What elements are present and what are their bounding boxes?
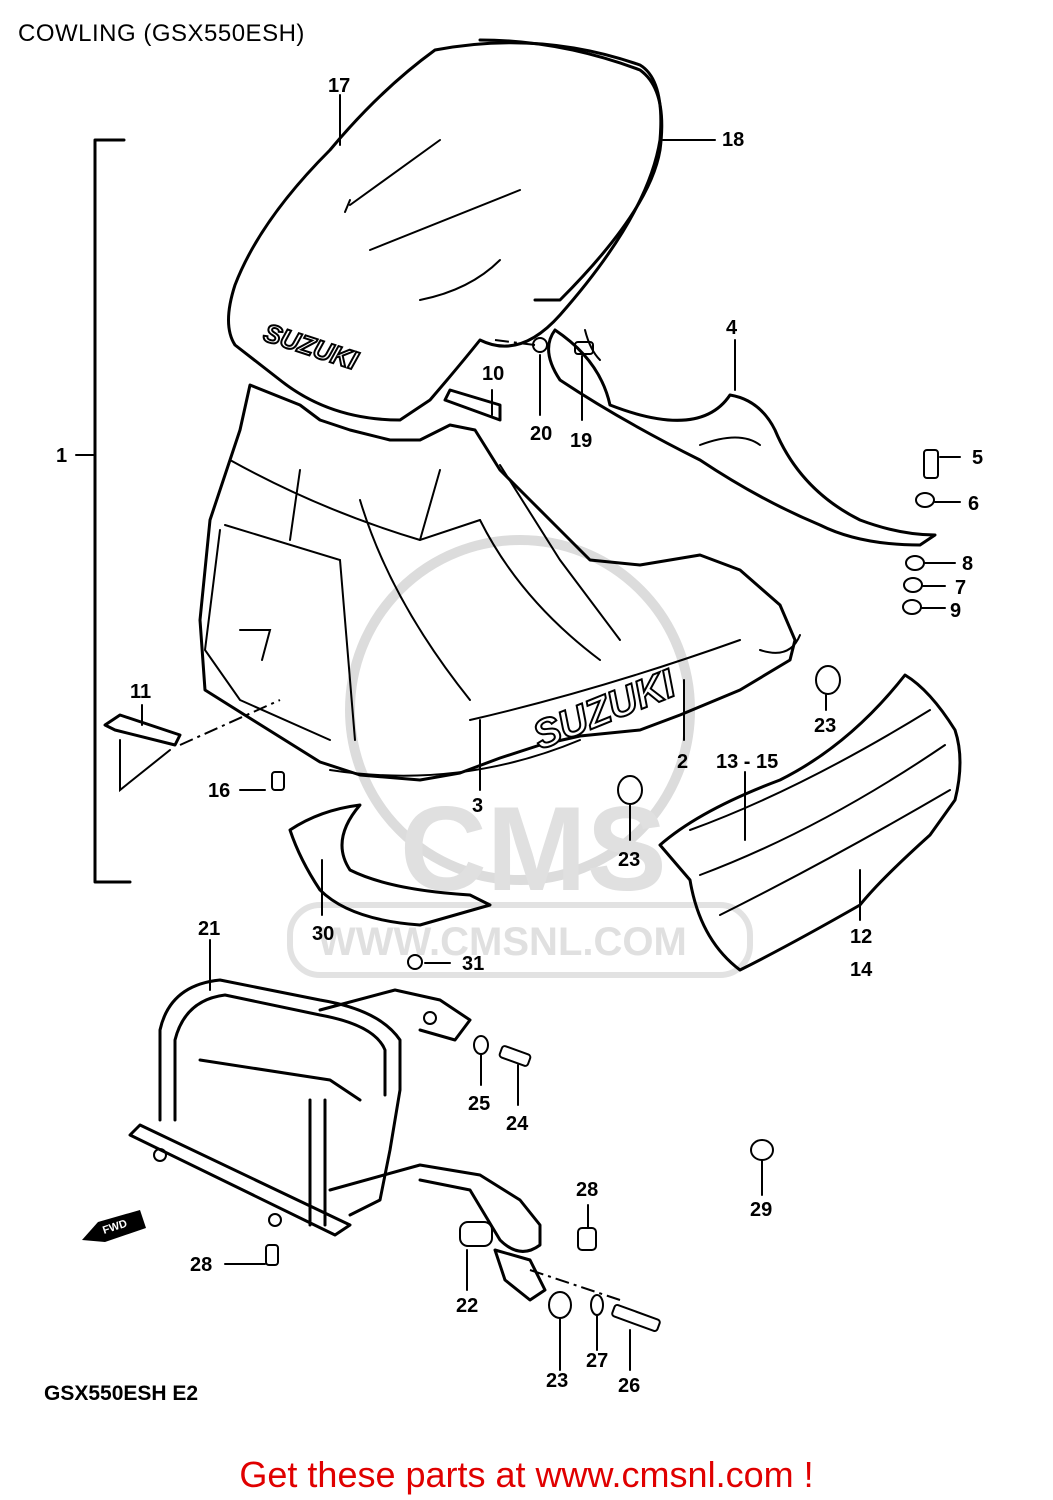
screw-5-icon bbox=[923, 449, 939, 479]
grommet-23-icon bbox=[548, 1291, 572, 1319]
assembly-bracket bbox=[75, 138, 132, 884]
callout-7: 7 bbox=[955, 577, 966, 599]
leader-lines bbox=[141, 94, 961, 1371]
callout-24: 24 bbox=[506, 1113, 529, 1135]
screw-31-icon bbox=[407, 954, 423, 970]
callout-23-mid: 23 bbox=[618, 849, 640, 871]
callout-12: 12 bbox=[850, 926, 872, 948]
side-cowling bbox=[658, 673, 962, 972]
callout-31: 31 bbox=[462, 953, 484, 975]
screw-19-icon bbox=[574, 341, 594, 355]
callout-3: 3 bbox=[472, 795, 483, 817]
call-to-action-link[interactable]: Get these parts at www.cmsnl.com ! bbox=[239, 1454, 814, 1495]
clip-29-icon bbox=[750, 1139, 774, 1161]
bracket-11 bbox=[103, 699, 281, 793]
page-title: COWLING (GSX550ESH) bbox=[18, 20, 305, 47]
callout-6: 6 bbox=[968, 493, 979, 515]
callout-23-top: 23 bbox=[814, 715, 836, 737]
callout-2: 2 bbox=[677, 751, 688, 773]
callout-10: 10 bbox=[482, 363, 504, 385]
callout-4: 4 bbox=[726, 317, 738, 339]
fastener-group-right bbox=[902, 449, 939, 615]
screw-16-icon bbox=[271, 771, 285, 791]
callout-17: 17 bbox=[328, 75, 350, 97]
washer-25-icon bbox=[473, 1035, 489, 1055]
nut-9-icon bbox=[902, 599, 922, 615]
callout-28-right: 28 bbox=[576, 1179, 598, 1201]
callout-26: 26 bbox=[618, 1375, 640, 1397]
callout-27: 27 bbox=[586, 1350, 608, 1372]
bracket-10 bbox=[443, 388, 502, 422]
callout-23-bottom: 23 bbox=[546, 1370, 568, 1392]
callout-30: 30 bbox=[312, 923, 334, 945]
callout-9: 9 bbox=[950, 600, 961, 622]
inner-bracket-30 bbox=[288, 803, 492, 927]
callout-8: 8 bbox=[962, 553, 973, 575]
callout-21: 21 bbox=[198, 918, 220, 940]
watermark-url: WWW.CMSNL.COM bbox=[318, 920, 687, 964]
washer-6-icon bbox=[915, 492, 935, 508]
washer-27-icon bbox=[590, 1294, 604, 1316]
callout-25: 25 bbox=[468, 1093, 490, 1115]
callout-20: 20 bbox=[530, 423, 552, 445]
callout-13-15: 13 - 15 bbox=[716, 751, 778, 773]
callout-labels: 1 2 3 4 5 6 7 8 9 10 11 12 13 - 15 14 16… bbox=[56, 75, 983, 1397]
cowling-stay-frame bbox=[128, 978, 542, 1253]
nut-20-icon bbox=[532, 337, 548, 353]
grommet-23-icon bbox=[815, 665, 841, 695]
fwd-arrow-icon: FWD bbox=[82, 1210, 146, 1242]
spacer-22-icon bbox=[459, 1221, 493, 1247]
callout-29: 29 bbox=[750, 1199, 772, 1221]
bolt-26-icon bbox=[611, 1303, 661, 1333]
callout-28-left: 28 bbox=[190, 1254, 212, 1276]
callout-18: 18 bbox=[722, 129, 744, 151]
screw-28-icon bbox=[265, 1244, 279, 1266]
callout-1: 1 bbox=[56, 445, 67, 467]
fastener-group-lower bbox=[265, 1035, 774, 1333]
model-code: GSX550ESH E2 bbox=[44, 1382, 199, 1405]
upper-cowling: SUZUKI bbox=[198, 383, 801, 782]
callout-11: 11 bbox=[130, 681, 151, 703]
fasteners-19-20 bbox=[494, 337, 594, 355]
screw-28-icon bbox=[577, 1227, 597, 1251]
callout-5: 5 bbox=[972, 447, 983, 469]
windscreen: SUZUKI bbox=[227, 38, 664, 422]
inner-panel bbox=[547, 328, 937, 547]
cowling-brand-mark: SUZUKI bbox=[527, 661, 682, 758]
washer-8-icon bbox=[905, 555, 925, 571]
callout-14: 14 bbox=[850, 959, 873, 981]
parts-diagram: CMS WWW.CMSNL.COM SUZUKI SUZUKI bbox=[56, 38, 983, 1397]
callout-16: 16 bbox=[208, 780, 230, 802]
windscreen-brand-mark: SUZUKI bbox=[260, 317, 362, 376]
washer-7-icon bbox=[903, 577, 923, 593]
callout-19: 19 bbox=[570, 430, 592, 452]
callout-22: 22 bbox=[456, 1295, 478, 1317]
bolt-24-icon bbox=[498, 1045, 532, 1067]
